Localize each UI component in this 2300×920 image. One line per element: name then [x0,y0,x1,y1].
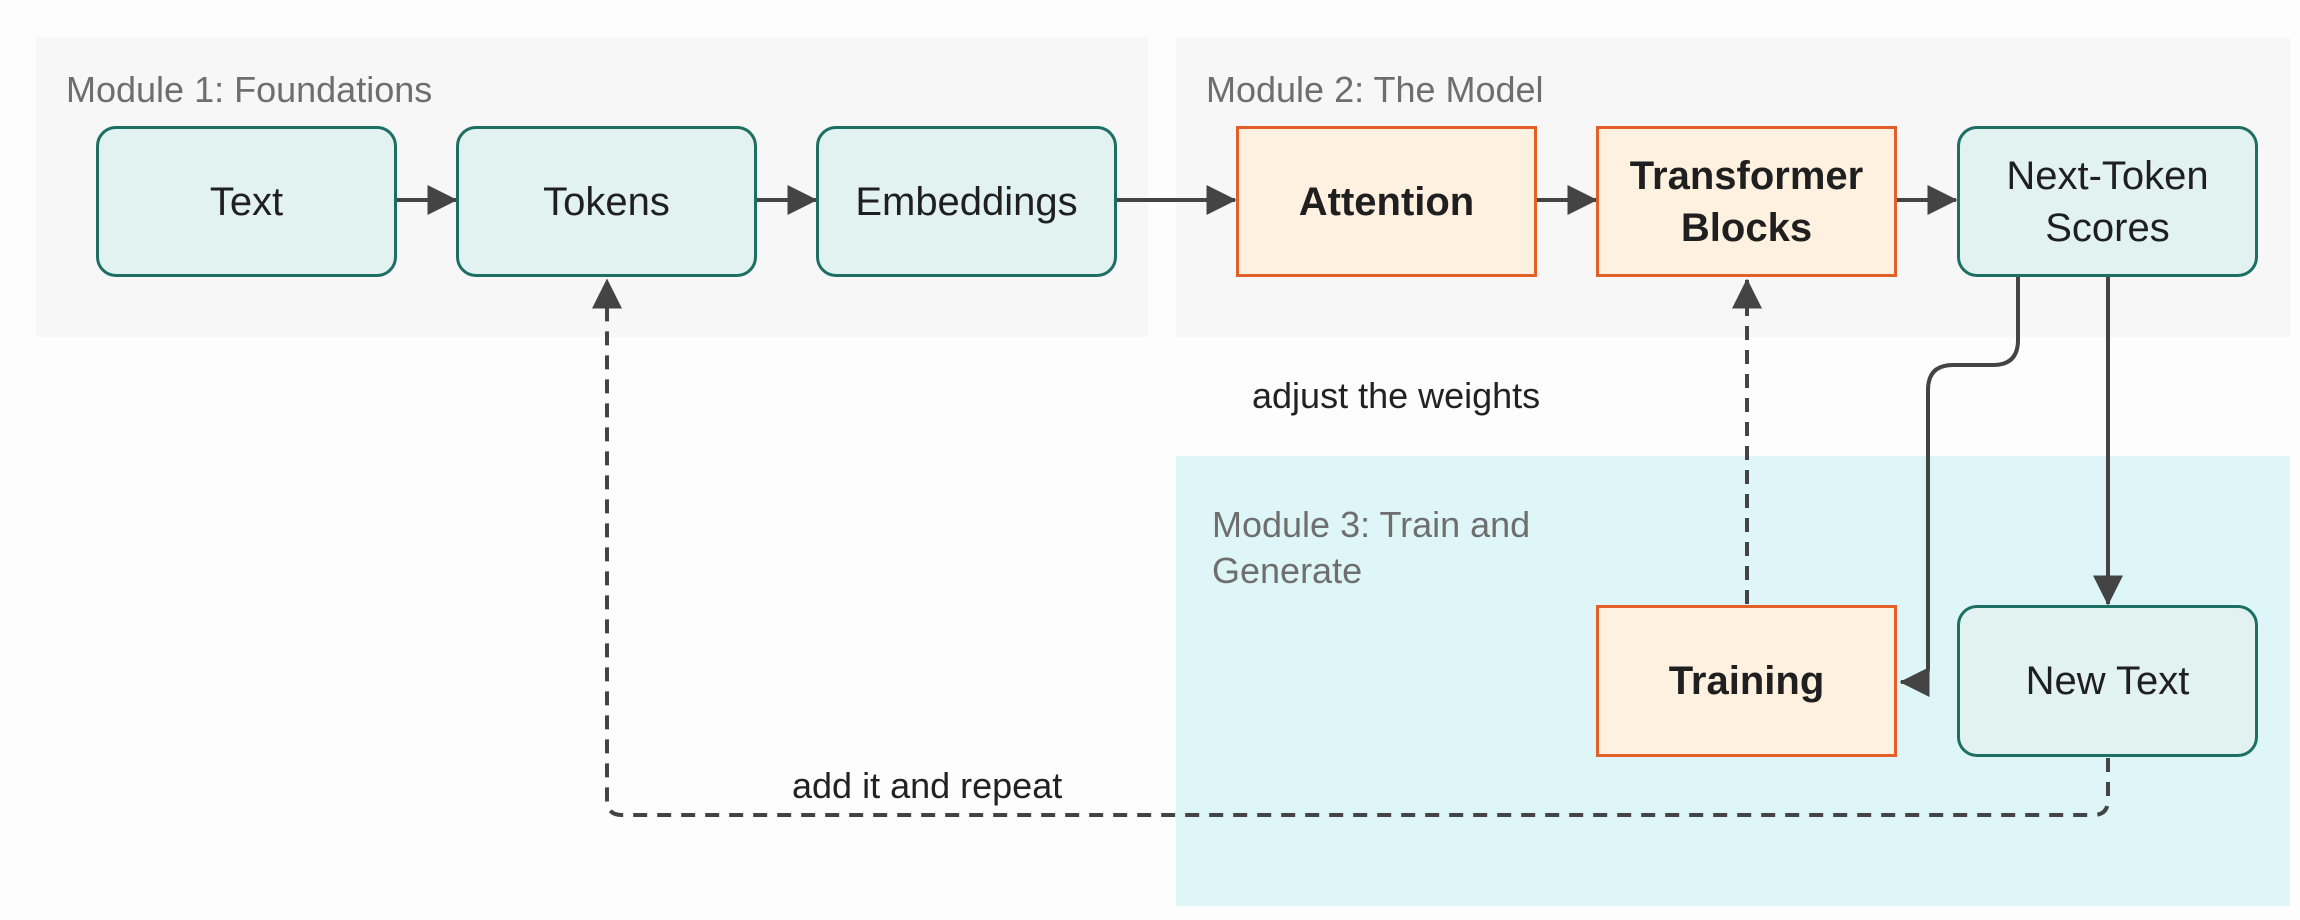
node-attention-label: Attention [1298,179,1475,224]
edge-label-add-repeat: add it and repeat [792,765,1063,806]
node-next-token-scores-line2: Scores [2045,205,2170,250]
node-transformer-blocks: Transformer Blocks [1596,126,1897,277]
node-training-label: Training [1668,659,1825,703]
edge-newtext-tokens [592,278,2110,817]
node-transformer-blocks-line1: Transformer [1629,153,1864,198]
node-new-text-label: New Text [2025,659,2190,703]
edge-scores-training [1899,276,2020,697]
node-training: Training [1596,605,1897,757]
edge-label-adjust-weights: adjust the weights [1252,375,1541,416]
node-text: Text [96,126,397,277]
node-tokens: Tokens [456,126,757,277]
node-new-text: New Text [1957,605,2258,757]
node-next-token-scores: Next-Token Scores [1957,126,2258,277]
node-transformer-blocks-line2: Blocks [1680,205,1813,250]
module-1-title: Module 1: Foundations [66,69,433,110]
module-2-title: Module 2: The Model [1206,69,1544,110]
node-next-token-scores-line1: Next-Token [2006,153,2209,198]
node-embeddings: Embeddings [816,126,1117,277]
node-text-label: Text [209,179,284,224]
module-3-title: Module 3: Train and Generate [1212,504,1531,591]
node-tokens-label: Tokens [543,179,670,224]
node-attention: Attention [1236,126,1537,277]
node-embeddings-label: Embeddings [855,179,1078,224]
